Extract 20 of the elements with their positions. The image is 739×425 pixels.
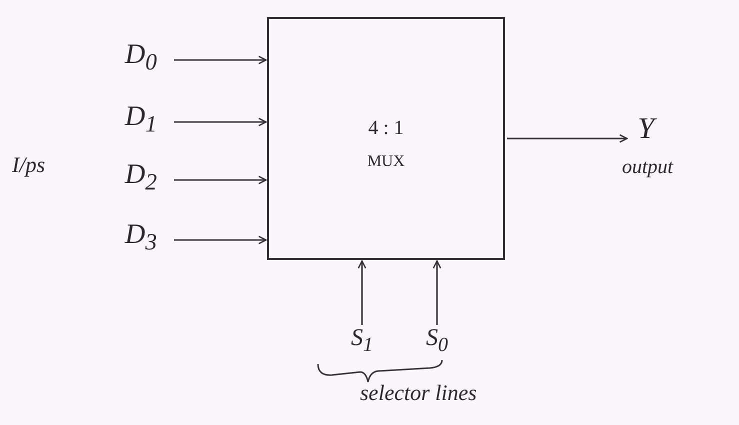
caption-text: output <box>622 156 674 179</box>
group-label: I/ps <box>12 152 45 178</box>
mux-block <box>267 17 505 260</box>
arrow <box>432 260 442 325</box>
arrow <box>174 56 267 64</box>
arrow <box>174 236 267 244</box>
signal-name: S$_{1}$ <box>350 325 374 356</box>
signal-name: S$_{0}$ <box>425 325 449 356</box>
annotation-text: selector lines <box>360 380 477 406</box>
block-title: MUX <box>366 153 406 171</box>
arrow <box>174 176 267 184</box>
arrow <box>358 260 366 325</box>
ratio-text: 4 : 1 <box>367 117 405 139</box>
signal-name: Y <box>628 112 664 145</box>
arrow <box>174 118 267 126</box>
signal-name: D$_{2}$ <box>124 160 158 196</box>
signal-name: D$_{1}$ <box>124 102 158 138</box>
arrow <box>507 134 628 143</box>
signal-name: D$_{0}$ <box>124 40 158 76</box>
signal-name: D$_{3}$ <box>124 220 158 256</box>
